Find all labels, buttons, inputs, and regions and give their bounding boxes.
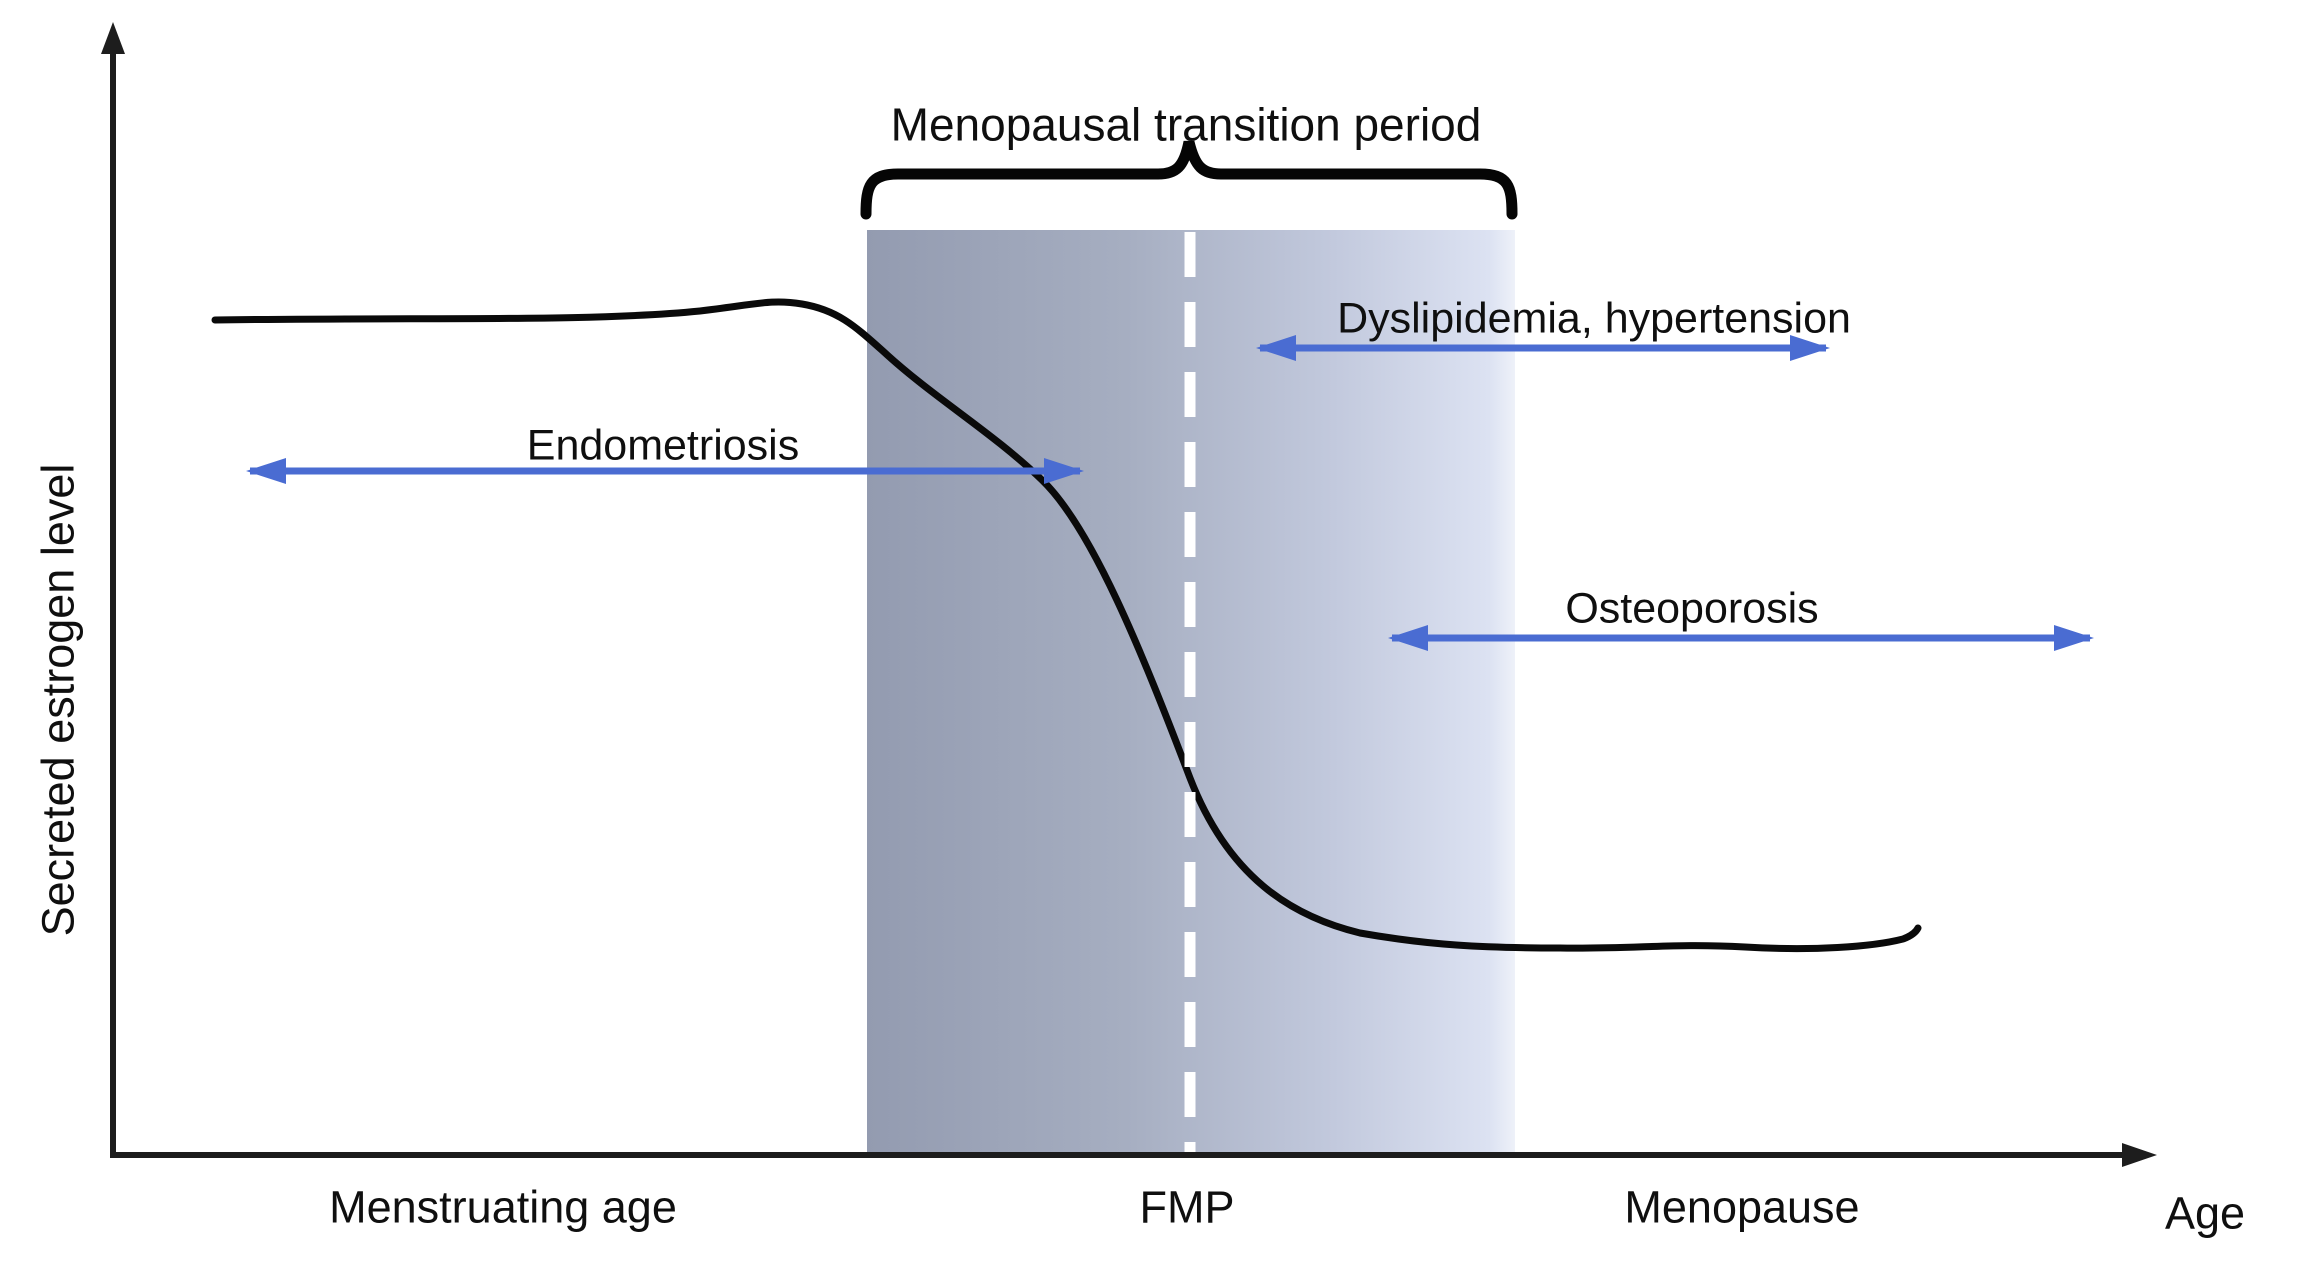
chart-title: Menopausal transition period	[890, 98, 1482, 151]
x-tick-menopause: Menopause	[1624, 1181, 1860, 1233]
y-axis-title: Secreted estrogen level	[32, 463, 84, 937]
x-tick-fmp: FMP	[1139, 1181, 1235, 1233]
transition-period-brace	[860, 140, 1518, 220]
x-tick-menstruating-age: Menstruating age	[329, 1181, 677, 1233]
dyslipidemia-label: Dyslipidemia, hypertension	[1337, 294, 1851, 343]
x-axis-arrowhead-icon	[2122, 1143, 2157, 1167]
estrogen-curve	[211, 298, 1922, 953]
x-axis-title: Age	[2164, 1187, 2246, 1239]
endometriosis-label: Endometriosis	[526, 421, 800, 470]
y-axis-arrowhead-icon	[101, 22, 125, 54]
osteoporosis-label: Osteoporosis	[1565, 584, 1819, 633]
